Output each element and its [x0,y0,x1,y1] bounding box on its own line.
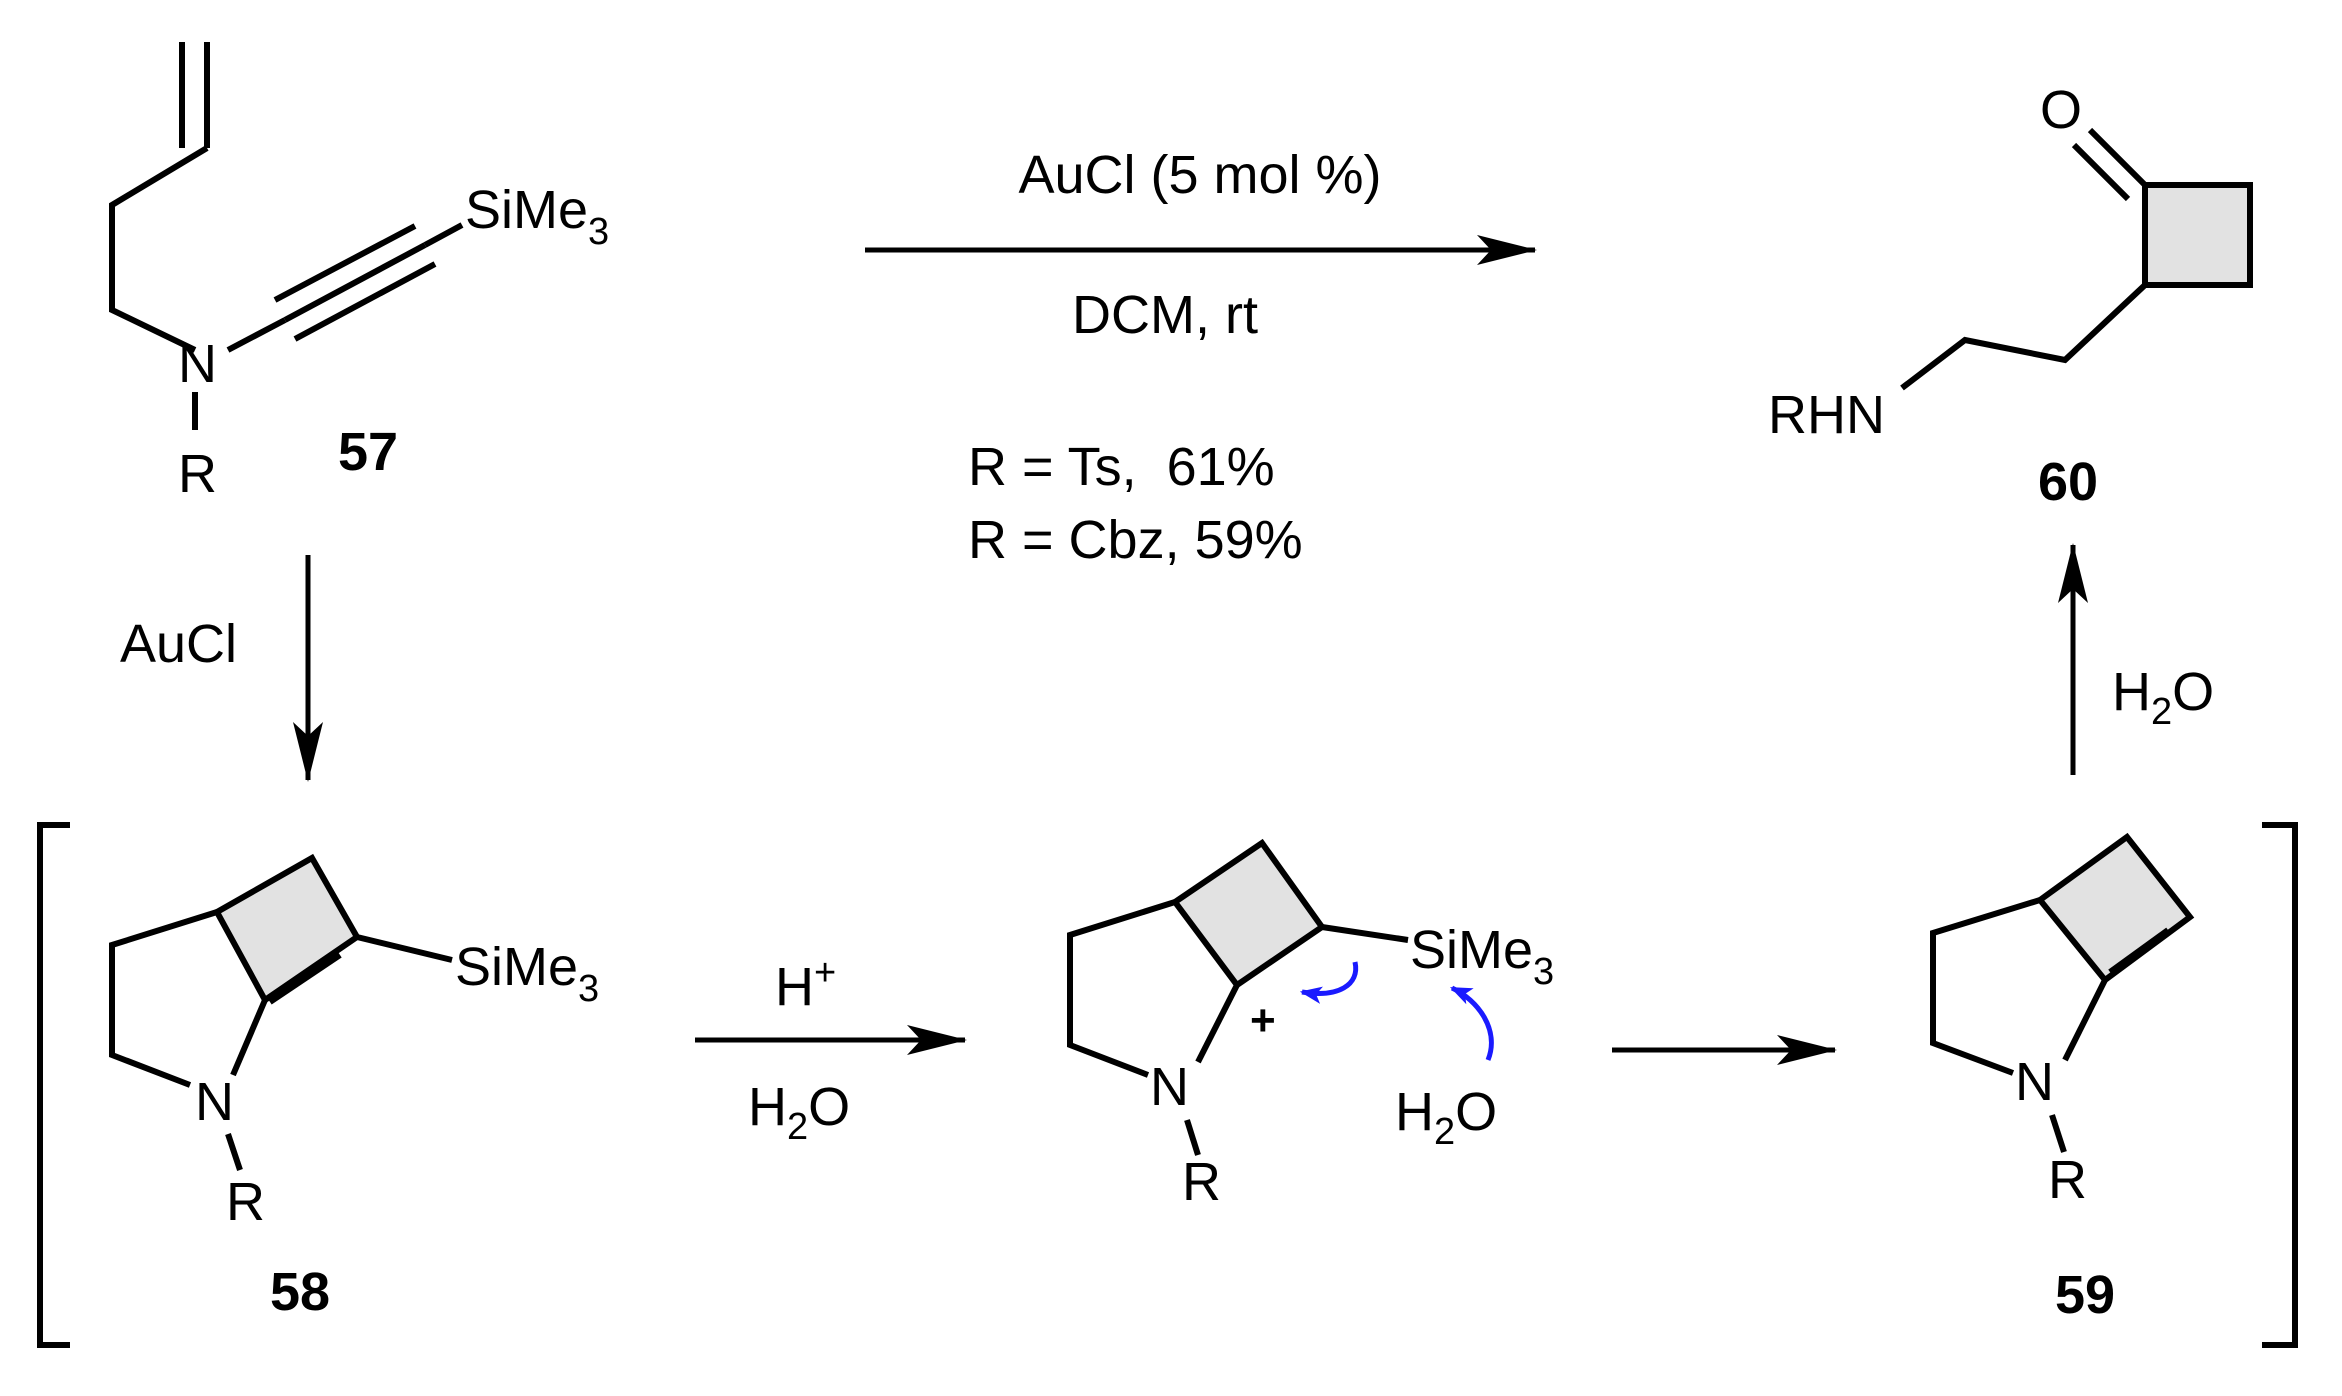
curly-arrow-bond-to-cation [1299,961,1359,1004]
compound-label-58: 58 [270,1262,330,1322]
r-group-cation: R [1182,1152,1221,1212]
silyl-group-58: SiMe3 [455,937,599,1010]
amine-60: RHN [1768,385,1885,445]
nitrogen-atom-cation: N [1150,1057,1189,1117]
r-group-57: R [178,444,217,504]
up-condition: H2O [2112,662,2214,733]
nitrogen-atom-59: N [2015,1052,2054,1112]
down-condition: AuCl [120,614,237,674]
compound-59: N R 59 [1930,832,2195,1325]
arrow-up: H2O [2058,543,2214,775]
oxygen-atom-60: O [2040,80,2082,140]
arrow-top: AuCl (5 mol %) DCM, rt R = Ts, 61% R = C… [865,145,1537,570]
arrow-down: AuCl [120,555,323,782]
bracket-right [2262,822,2298,1348]
compound-label-59: 59 [2055,1265,2115,1325]
nitrogen-atom-58: N [195,1072,234,1132]
bracket-left [37,822,70,1348]
arrow-step1: H+ H2O [695,952,967,1148]
silyl-group-cation: SiMe3 [1410,920,1554,993]
cation-intermediate: SiMe3 + N R H2O [1067,838,1554,1212]
nitrogen-atom-57: N [178,334,217,394]
silyl-group-57: SiMe3 [465,180,609,253]
compound-60: O RHN 60 [1768,80,2253,512]
compound-label-60: 60 [2038,452,2098,512]
step1-water: H2O [748,1077,850,1148]
top-condition-solvent: DCM, rt [1072,285,1258,345]
compound-57: SiMe3 N R 57 [109,42,609,504]
curly-arrow-water-to-silicon [1450,985,1494,1061]
r-group-59: R [2048,1150,2087,1210]
r-group-58: R [226,1172,265,1232]
compound-label-57: 57 [338,422,398,482]
yield-cbz: R = Cbz, 59% [968,510,1303,570]
top-condition-catalyst: AuCl (5 mol %) [1018,145,1381,205]
cation-charge: + [1250,996,1276,1045]
step1-acid: H+ [775,952,836,1017]
yield-ts: R = Ts, 61% [968,437,1275,497]
compound-58: SiMe3 N R 58 [109,853,599,1322]
nucleophile-water: H2O [1395,1082,1497,1153]
